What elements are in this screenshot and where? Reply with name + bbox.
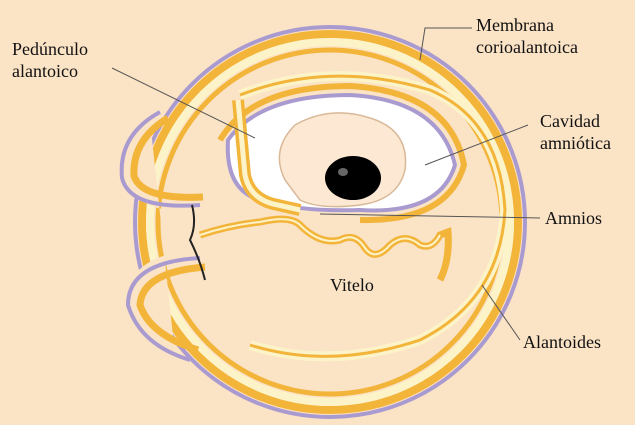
label-vitelo: Vitelo <box>330 274 374 296</box>
label-alantoides: Alantoides <box>523 331 601 353</box>
label-amnios: Amnios <box>545 207 602 229</box>
label-cavidad-amniotica: Cavidad amniótica <box>540 110 611 154</box>
label-pedunculo-alantoico: Pedúnculo alantoico <box>12 38 88 82</box>
label-cavidad-line2: amniótica <box>540 132 611 154</box>
eye-highlight <box>338 168 348 176</box>
label-cavidad-line1: Cavidad <box>540 110 611 132</box>
label-membrana-line2: corioalantoica <box>476 36 578 58</box>
label-membrana-corioalantoica: Membrana corioalantoica <box>476 14 578 58</box>
label-pedunculo-line2: alantoico <box>12 60 88 82</box>
yolk-membrane <box>200 219 448 280</box>
label-pedunculo-line1: Pedúnculo <box>12 38 88 60</box>
label-membrana-line1: Membrana <box>476 14 578 36</box>
embryo-eye <box>325 156 381 200</box>
